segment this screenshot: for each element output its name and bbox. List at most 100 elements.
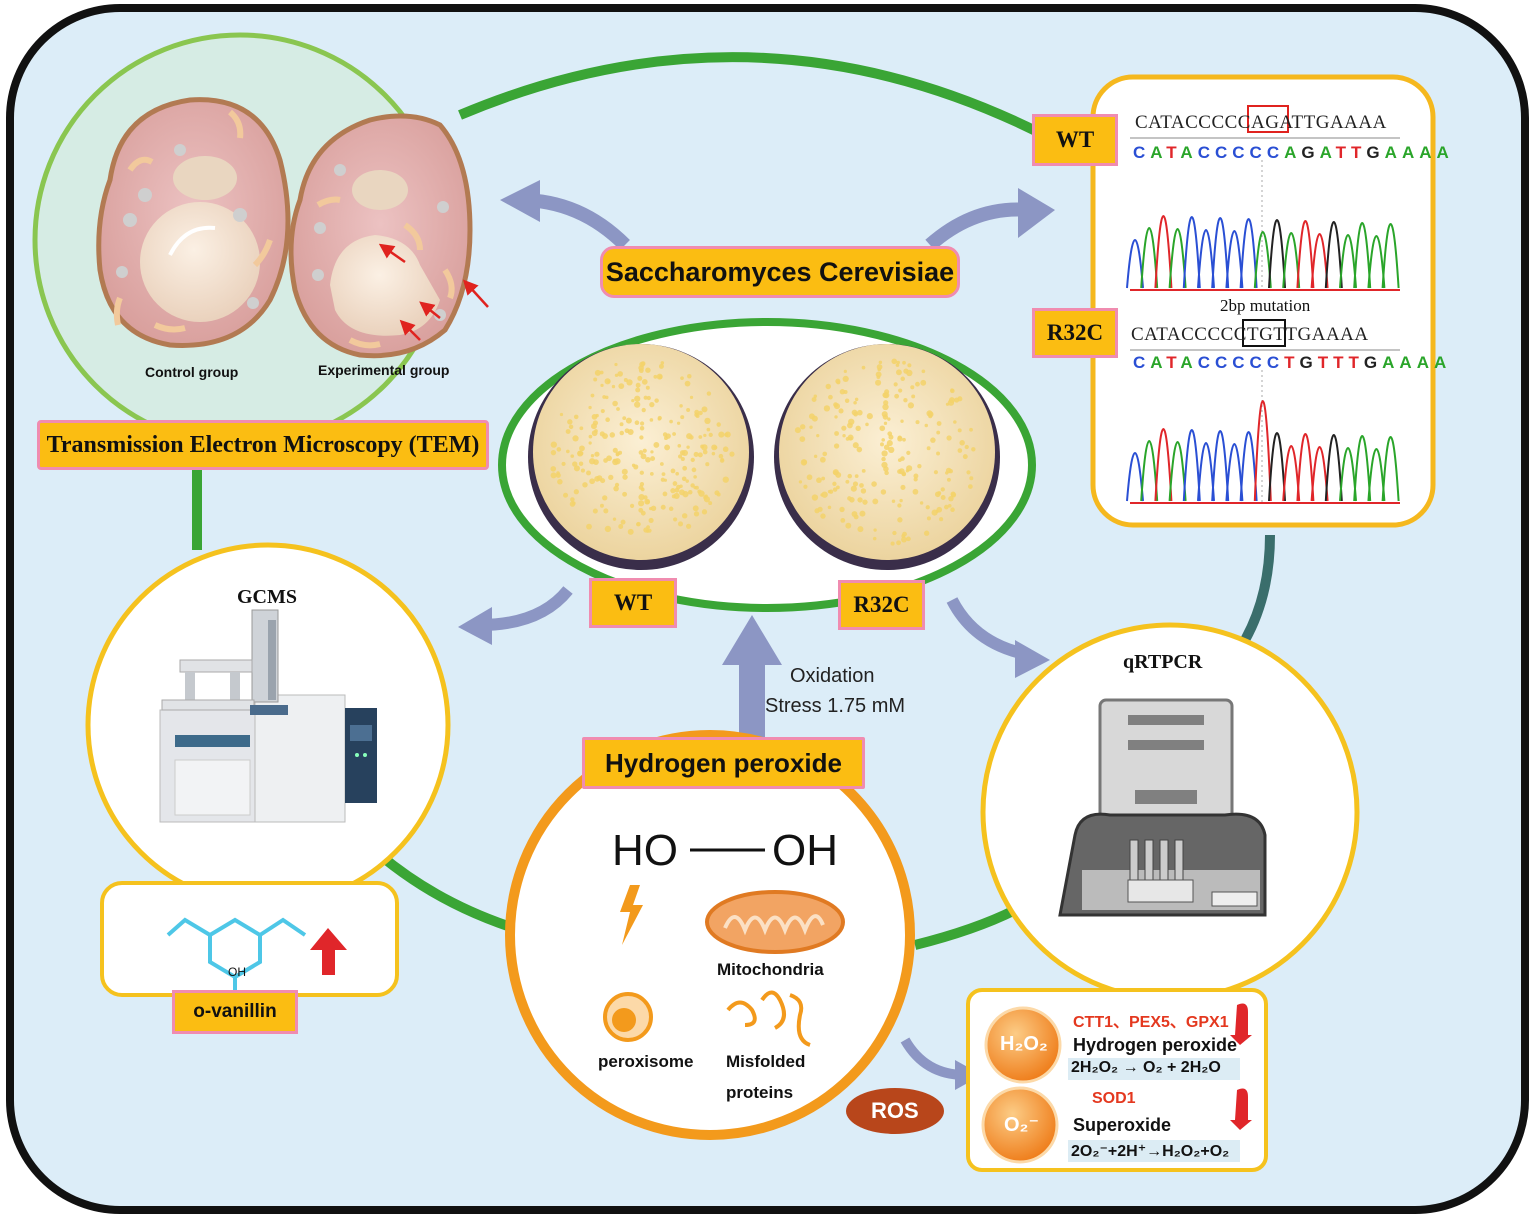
oxidation-text-line1: Oxidation [790,665,875,687]
h2o2-name: Hydrogen peroxide [1073,1035,1238,1055]
chromatogram-peak [1353,435,1372,502]
chromatogram-peak [1324,221,1343,289]
control-group-label: Control group [145,364,239,380]
base-letter: C [1214,353,1233,372]
base-letter: C [1197,143,1215,162]
mutation-note: 2bp mutation [1220,296,1311,315]
arrow-to-gcms [479,586,573,631]
chromatogram-peak [1339,234,1357,289]
chromatogram-peak [1239,431,1258,502]
mitochondria-icon [705,890,845,954]
chromatogram-peak [1282,445,1301,502]
o2-name: Superoxide [1073,1115,1172,1135]
base-letter: T [1333,353,1349,372]
chromatogram-peak [1154,428,1173,502]
chromatogram-peak [1310,233,1329,289]
r32c-chromatogram [1126,400,1400,502]
chromatogram-peak [1339,447,1357,502]
chromatogram-peak [1140,440,1159,502]
r32c-seq-prefix: CATACCCCC [1131,324,1247,345]
downregulation-icon-1 [1230,1003,1252,1045]
chromatogram-peak [1126,452,1144,502]
chromatogram-peak [1197,229,1215,289]
base-letter: C [1197,353,1215,372]
wt-sequence-text: CATACCCCCAGATTGAAAA [1135,112,1387,134]
chromatogram-peak [1126,239,1144,289]
chromatogram-peak [1154,215,1173,289]
base-letter: A [1319,143,1336,162]
chromatogram-peak [1182,429,1201,502]
chromatogram-peak [1211,217,1230,289]
lightning-icon [620,885,643,945]
chromatogram-peak [1182,216,1201,289]
qrtpcr-title: qRTPCR [1123,651,1203,673]
chromatogram-peak [1211,430,1230,502]
base-letter: G [1366,143,1385,162]
wt-seq-suffix: TTGAAAA [1291,112,1387,133]
r32c-seq-boxed: TGT [1246,324,1286,345]
r32c-seq-suffix: TGAAAA [1285,324,1369,345]
h2o2-label: Hydrogen peroxide [582,737,865,789]
cycle-ring-green [458,52,1093,165]
chromatogram-peak [1367,235,1386,289]
base-letter: A [1284,143,1302,162]
chromatogram-peak [1353,222,1372,289]
misfolded-label-line1: Misfolded [726,1052,806,1071]
base-letter: A [1180,143,1198,162]
h2o2-circle [505,730,915,1140]
o2-ball [981,1086,1059,1164]
formula-left: HO [612,826,678,875]
base-letter: T [1335,143,1352,162]
base-letter: C [1214,143,1233,162]
vanillin-label: o-vanillin [172,990,298,1034]
base-letter: A [1416,353,1434,372]
misfolded-proteins-icon [726,990,811,1047]
h2o2-genes: CTT1、PEX5、GPX1 [1073,1014,1229,1031]
base-letter: G [1299,353,1318,372]
chromatogram-peak [1197,442,1215,502]
oxidation-text-line2: Stress 1.75 mM [765,695,906,717]
chromatogram-peak [1140,227,1159,289]
base-letter: C [1266,353,1285,372]
base-letter: A [1436,143,1454,162]
chromatogram-peak [1367,448,1386,502]
chromatogram-peak [1225,230,1244,289]
misfolded-label-line2: proteins [726,1083,794,1102]
chromatogram-peak [1239,218,1258,289]
base-letter: T [1166,353,1181,372]
vanillin-box [100,881,399,997]
chromatogram-peak [1296,220,1315,289]
wt-seq-prefix: CATACCCCC [1135,112,1251,133]
base-letter: T [1348,353,1364,372]
chromatogram-peak [1381,436,1400,502]
wt-plate-label: WT [589,578,677,628]
base-letter: C [1232,353,1250,372]
r32c-sequence-tag: R32C [1032,308,1118,358]
chromatogram-peak [1268,219,1286,289]
tem-label: Transmission Electron Microscopy (TEM) [37,420,489,470]
base-letter: C [1232,143,1250,162]
h2o2-ball-label: H₂O₂ [1000,1033,1048,1055]
wt-seq-boxed: AGA [1250,112,1292,133]
gcms-instrument-icon [159,609,377,823]
wt-chromatogram [1126,215,1400,289]
base-letter: C [1249,143,1267,162]
base-letter: T [1166,143,1181,162]
vanillin-oh-label: OH [228,965,246,979]
base-letter: G [1363,353,1383,372]
base-letter: C [1266,143,1285,162]
chromatogram-peak [1168,228,1187,289]
h2o2-ball [984,1006,1062,1084]
vanillin-structure-icon [166,917,307,992]
base-letter: T [1351,143,1367,162]
o2-ball-label: O₂⁻ [1004,1114,1039,1136]
control-cell [96,97,291,348]
experimental-group-label: Experimental group [318,362,450,378]
gcms-title: GCMS [237,586,297,608]
cycle-ring-teal [1240,534,1275,643]
chromatogram-peak [1168,441,1187,502]
experimental-cell [288,113,489,359]
base-letter: A [1180,353,1198,372]
wt-sequence-tag: WT [1032,114,1118,166]
